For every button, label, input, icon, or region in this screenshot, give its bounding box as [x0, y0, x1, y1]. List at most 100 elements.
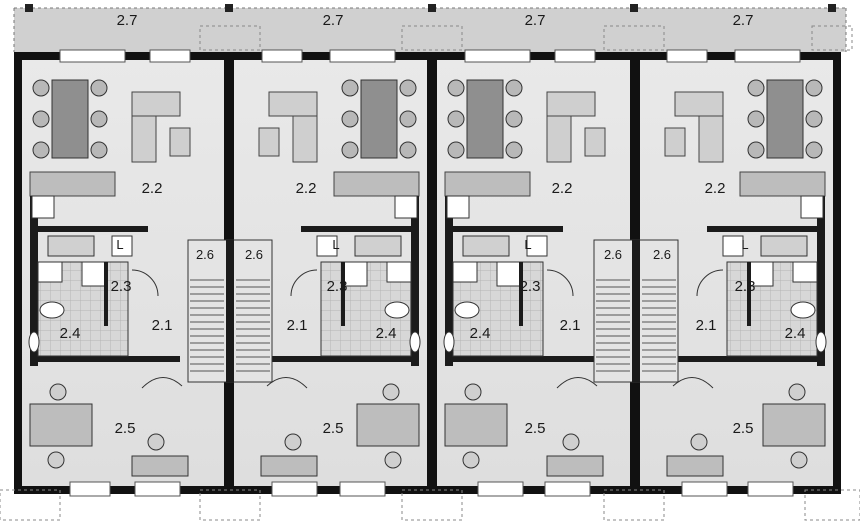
chair: [747, 141, 765, 159]
room-label-living-3: 2.2: [552, 180, 573, 197]
dining-table: [360, 79, 398, 159]
room-label-bath-3: 2.4: [470, 325, 491, 342]
room-label-bath-1: 2.4: [60, 325, 81, 342]
dining-table: [766, 79, 804, 159]
kitchen-sink: [354, 235, 402, 257]
room-label-bedroom-2: 2.5: [323, 420, 344, 437]
shelf: [131, 455, 189, 477]
terrace-label-1: 2.7: [117, 12, 138, 29]
door-swing: [290, 269, 318, 297]
staircase-1: [187, 239, 273, 383]
entry-door: [672, 377, 714, 389]
chair: [447, 141, 465, 159]
room-label-stair-3a: 2.6: [604, 247, 622, 262]
room-label-laundry-1: L: [116, 237, 123, 252]
chair: [32, 79, 50, 97]
kitchen-counter: [333, 171, 420, 197]
basin: [342, 261, 368, 287]
sofa-side: [546, 115, 572, 163]
room-label-living-4: 2.2: [705, 180, 726, 197]
chair: [447, 79, 465, 97]
entry-door: [266, 377, 308, 389]
chair: [384, 451, 402, 469]
kitchen-counter: [739, 171, 826, 197]
bidet: [815, 331, 827, 353]
chair: [505, 110, 523, 128]
terrace-label-2: 2.7: [323, 12, 344, 29]
chair: [147, 433, 165, 451]
chair: [90, 141, 108, 159]
chair: [399, 110, 417, 128]
basin: [496, 261, 522, 287]
side-table: [169, 127, 191, 157]
desk: [762, 403, 826, 447]
chair: [805, 79, 823, 97]
kitchen-sink: [462, 235, 510, 257]
wall: [301, 226, 419, 232]
wall: [269, 356, 419, 362]
toilet: [790, 301, 816, 319]
chair: [805, 110, 823, 128]
entry-door: [556, 377, 598, 389]
desk: [356, 403, 420, 447]
wall: [30, 356, 180, 362]
kitchen-sink: [760, 235, 808, 257]
chair: [747, 110, 765, 128]
basin: [748, 261, 774, 287]
chair: [790, 451, 808, 469]
toilet: [454, 301, 480, 319]
room-label-wc-2: 2.3: [327, 278, 348, 295]
room-label-bath-2: 2.4: [376, 325, 397, 342]
bidet: [409, 331, 421, 353]
bidet: [28, 331, 40, 353]
chair: [49, 383, 67, 401]
terrace-strip: [13, 4, 853, 52]
washer: [452, 261, 478, 283]
room-label-hall-4: 2.1: [696, 317, 717, 334]
wall: [707, 226, 825, 232]
footing-dashes: [0, 489, 860, 521]
dining-table: [466, 79, 504, 159]
room-label-laundry-3: L: [524, 237, 531, 252]
room-label-wc-3: 2.3: [520, 278, 541, 295]
side-table: [258, 127, 280, 157]
chair: [32, 141, 50, 159]
room-label-laundry-2: L: [332, 237, 339, 252]
wall: [104, 262, 108, 326]
chair: [382, 383, 400, 401]
stair-wall: [226, 240, 234, 382]
room-label-stair-1b: 2.6: [245, 247, 263, 262]
chair: [32, 110, 50, 128]
desk: [444, 403, 508, 447]
chair: [788, 383, 806, 401]
chair: [562, 433, 580, 451]
chair: [464, 383, 482, 401]
wall: [411, 196, 419, 366]
wall: [747, 262, 751, 326]
kitchen-counter: [29, 171, 116, 197]
room-label-bedroom-4: 2.5: [733, 420, 754, 437]
sofa-side: [698, 115, 724, 163]
room-label-bedroom-3: 2.5: [525, 420, 546, 437]
chair: [90, 110, 108, 128]
wall: [817, 196, 825, 366]
door-swing: [696, 269, 724, 297]
washer: [792, 261, 818, 283]
laundry-box: [111, 235, 133, 257]
side-table: [584, 127, 606, 157]
chair: [805, 141, 823, 159]
basin: [81, 261, 107, 287]
dining-table: [51, 79, 89, 159]
wall: [445, 226, 563, 232]
washer: [386, 261, 412, 283]
room-label-living-2: 2.2: [296, 180, 317, 197]
room-label-stair-1a: 2.6: [196, 247, 214, 262]
chair: [447, 110, 465, 128]
staircase-2: [593, 239, 679, 383]
sofa-side: [131, 115, 157, 163]
laundry-box: [316, 235, 338, 257]
shelf: [260, 455, 318, 477]
wall: [675, 356, 825, 362]
desk: [29, 403, 93, 447]
